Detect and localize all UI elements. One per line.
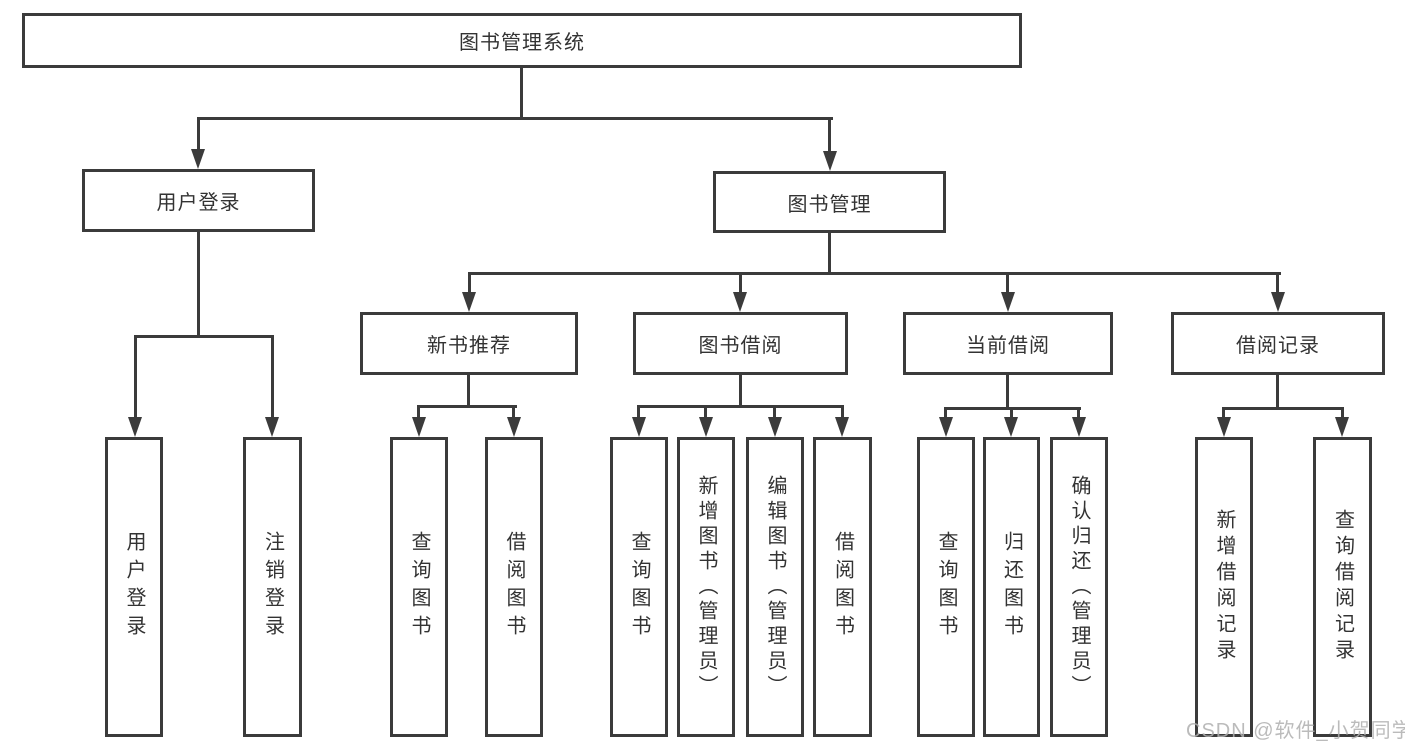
csdn-watermark: CSDN @软件_小贺同学 xyxy=(1186,720,1405,742)
leaf-cb-return-books: 归还图书 xyxy=(983,437,1040,737)
node-borrow-records: 借阅记录 xyxy=(1171,312,1385,375)
leaf-logout: 注销登录 xyxy=(243,437,302,737)
connector-line xyxy=(134,335,137,417)
arrow-down-icon xyxy=(191,149,205,169)
node-book-borrow: 图书借阅 xyxy=(633,312,848,375)
leaf-user-login: 用户登录 xyxy=(105,437,163,737)
connector-line xyxy=(1006,375,1009,410)
connector-line xyxy=(739,375,742,408)
connector-line xyxy=(197,117,833,120)
node-new-book-rec-label: 新书推荐 xyxy=(427,335,511,357)
arrow-down-icon xyxy=(699,417,713,437)
arrow-down-icon xyxy=(128,417,142,437)
leaf-br-query-record: 查询借阅记录 xyxy=(1313,437,1372,737)
leaf-bb-add-books: 新增图书（管理员） xyxy=(677,437,735,737)
leaf-br-add-record-label: 新增借阅记录 xyxy=(1213,509,1235,665)
node-root: 图书管理系统 xyxy=(22,13,1022,68)
leaf-rec-query-books-label: 查询图书 xyxy=(408,531,430,643)
connector-line xyxy=(1222,407,1225,417)
node-user-login: 用户登录 xyxy=(82,169,315,232)
leaf-bb-borrow-books-label: 借阅图书 xyxy=(831,531,854,643)
connector-line xyxy=(1010,407,1013,417)
arrow-down-icon xyxy=(1001,292,1015,312)
connector-line xyxy=(134,335,274,338)
node-current-borrow: 当前借阅 xyxy=(903,312,1113,375)
leaf-br-add-record: 新增借阅记录 xyxy=(1195,437,1253,737)
arrow-down-icon xyxy=(823,151,837,171)
connector-line xyxy=(467,375,470,408)
connector-line xyxy=(773,405,776,417)
leaf-rec-borrow-books: 借阅图书 xyxy=(485,437,543,737)
connector-line xyxy=(1341,407,1344,417)
leaf-bb-edit-books: 编辑图书（管理员） xyxy=(746,437,804,737)
arrow-down-icon xyxy=(1004,417,1018,437)
leaf-bb-query-books: 查询图书 xyxy=(610,437,668,737)
connector-line xyxy=(512,405,515,417)
connector-line xyxy=(1276,272,1279,292)
node-book-mgmt: 图书管理 xyxy=(713,171,946,233)
node-book-mgmt-label: 图书管理 xyxy=(787,193,872,216)
arrow-down-icon xyxy=(265,417,279,437)
connector-line xyxy=(468,272,471,292)
leaf-bb-edit-books-label: 编辑图书（管理员） xyxy=(764,474,786,700)
connector-line xyxy=(197,232,200,338)
arrow-down-icon xyxy=(462,292,476,312)
connector-line xyxy=(520,68,523,120)
arrow-down-icon xyxy=(1072,417,1086,437)
leaf-bb-borrow-books: 借阅图书 xyxy=(813,437,872,737)
node-user-login-label: 用户登录 xyxy=(156,192,241,214)
leaf-cb-query-books: 查询图书 xyxy=(917,437,975,737)
connector-line xyxy=(468,272,1281,275)
leaf-cb-query-books-label: 查询图书 xyxy=(935,531,957,643)
leaf-br-query-record-label: 查询借阅记录 xyxy=(1331,509,1354,665)
leaf-cb-confirm-return: 确认归还（管理员） xyxy=(1050,437,1108,737)
arrow-down-icon xyxy=(939,417,953,437)
connector-line xyxy=(944,407,947,417)
arrow-down-icon xyxy=(507,417,521,437)
arrow-down-icon xyxy=(1271,292,1285,312)
connector-line xyxy=(828,233,831,275)
leaf-rec-query-books: 查询图书 xyxy=(390,437,448,737)
leaf-cb-confirm-return-label: 确认归还（管理员） xyxy=(1068,474,1090,700)
arrow-down-icon xyxy=(733,292,747,312)
leaf-bb-add-books-label: 新增图书（管理员） xyxy=(695,474,717,700)
connector-line xyxy=(1077,407,1080,417)
arrow-down-icon xyxy=(768,417,782,437)
leaf-user-login-label: 用户登录 xyxy=(123,531,145,643)
connector-line xyxy=(841,405,844,417)
node-new-book-rec: 新书推荐 xyxy=(360,312,578,375)
leaf-logout-label: 注销登录 xyxy=(261,531,284,643)
connector-line xyxy=(704,405,707,417)
connector-line xyxy=(739,272,742,292)
node-root-label: 图书管理系统 xyxy=(459,32,585,54)
arrow-down-icon xyxy=(835,417,849,437)
arrow-down-icon xyxy=(1335,417,1349,437)
connector-line xyxy=(637,405,640,417)
connector-line xyxy=(417,405,420,417)
arrow-down-icon xyxy=(632,417,646,437)
connector-line xyxy=(828,117,831,151)
leaf-rec-borrow-books-label: 借阅图书 xyxy=(503,531,525,643)
leaf-bb-query-books-label: 查询图书 xyxy=(628,531,650,643)
connector-line xyxy=(1222,407,1344,410)
node-borrow-records-label: 借阅记录 xyxy=(1236,335,1320,357)
connector-line xyxy=(637,405,844,408)
node-book-borrow-label: 图书借阅 xyxy=(698,335,783,357)
connector-line xyxy=(1006,272,1009,292)
arrow-down-icon xyxy=(1217,417,1231,437)
node-current-borrow-label: 当前借阅 xyxy=(966,335,1050,357)
leaf-cb-return-books-label: 归还图书 xyxy=(1000,531,1023,643)
arrow-down-icon xyxy=(412,417,426,437)
connector-line xyxy=(197,117,200,149)
connector-line xyxy=(1276,375,1279,410)
connector-line xyxy=(417,405,517,408)
connector-line xyxy=(271,335,274,417)
